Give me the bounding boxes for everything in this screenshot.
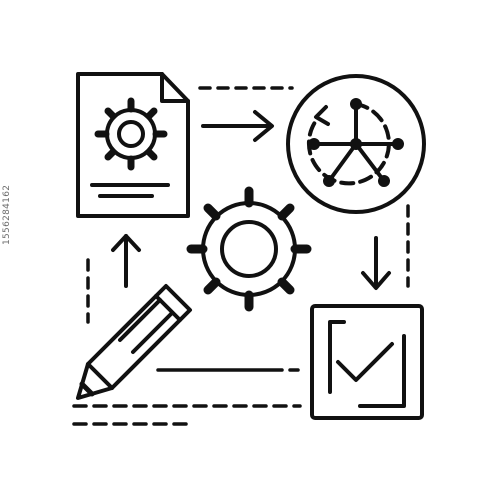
gear-icon <box>186 186 312 312</box>
connector-lines <box>72 86 410 426</box>
arrow-right-icon <box>201 110 274 142</box>
arrow-down-icon <box>361 236 391 290</box>
arrow-up-icon <box>111 234 141 288</box>
pencil-icon <box>76 284 192 400</box>
document-settings-icon <box>76 72 190 218</box>
checkbox-check-icon <box>310 304 424 420</box>
document-gear-icon <box>94 97 168 171</box>
stock-id-label: 1556284162 <box>2 184 12 245</box>
cycle-clock-icon <box>286 74 426 214</box>
